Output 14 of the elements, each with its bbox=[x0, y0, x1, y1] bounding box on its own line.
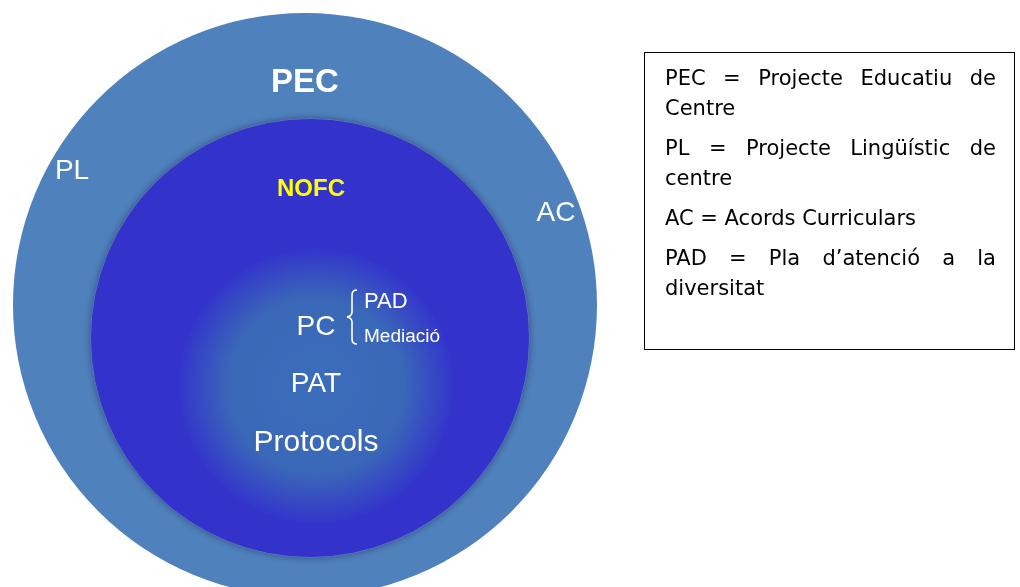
circle-label: PEC bbox=[271, 63, 339, 97]
definition-text: PEC = Projecte Educatiu de Centre bbox=[665, 65, 996, 122]
circle-label: PL bbox=[54, 156, 90, 184]
circle-label: PAT bbox=[290, 369, 342, 397]
circle-label: Protocols bbox=[253, 426, 379, 456]
circle-label: NOFC bbox=[277, 176, 345, 200]
circle-label: PC bbox=[296, 312, 336, 340]
circle-label: AC bbox=[536, 198, 576, 226]
circle-label: PAD bbox=[364, 290, 408, 312]
circle-label: Mediació bbox=[364, 325, 441, 345]
definition-box bbox=[644, 52, 1015, 350]
definition-text: PAD = Pla d’atenció a la diversitat bbox=[665, 245, 996, 302]
definition-text: AC = Acords Curriculars bbox=[665, 205, 918, 232]
definition-text: PL = Projecte Lingüístic de centre bbox=[665, 135, 996, 192]
